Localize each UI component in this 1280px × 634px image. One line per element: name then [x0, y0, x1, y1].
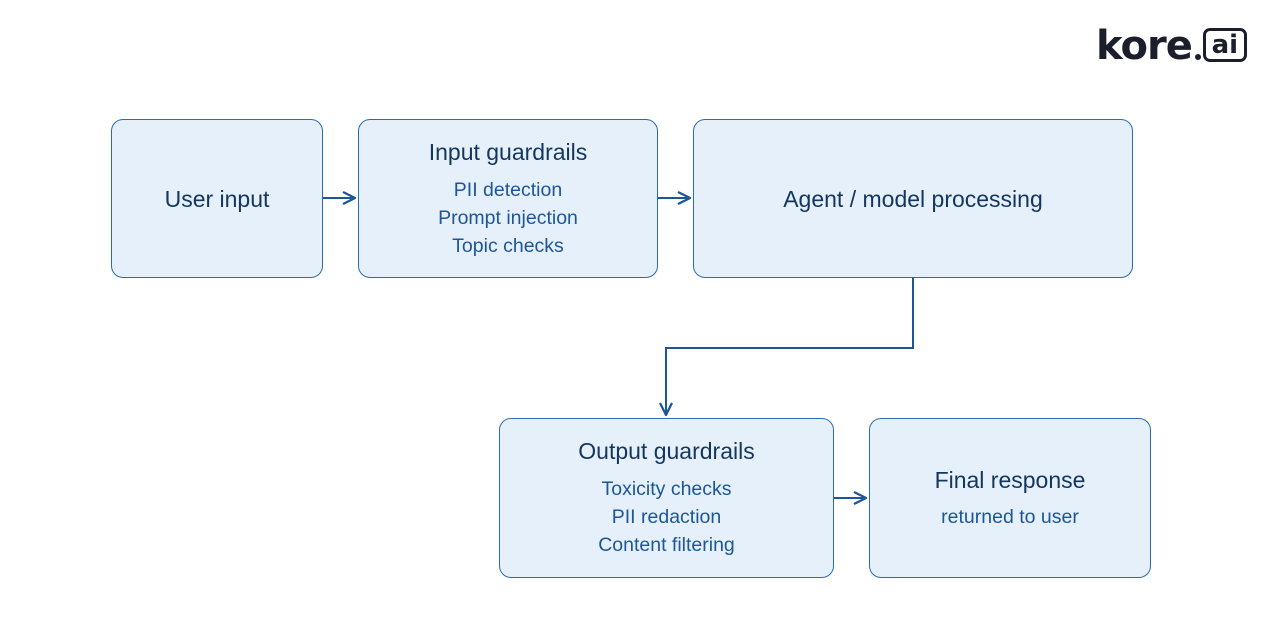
node-final-response: Final response returned to user — [869, 418, 1151, 578]
node-subtitle: returned to user — [941, 506, 1079, 528]
node-title: Input guardrails — [428, 138, 588, 165]
node-item: Prompt injection — [438, 206, 578, 229]
node-title: Final response — [934, 467, 1086, 493]
node-title: Output guardrails — [578, 438, 755, 464]
logo-wordmark: kore — [1096, 23, 1193, 69]
logo-badge: ai — [1202, 28, 1247, 62]
kore-ai-logo: kore ai — [1096, 26, 1247, 66]
node-agent-processing: Agent / model processing — [693, 119, 1133, 278]
node-item-list: Toxicity checks PII redaction Content fi… — [598, 475, 735, 559]
node-user-input: User input — [111, 119, 323, 278]
node-output-guardrails: Output guardrails Toxicity checks PII re… — [499, 418, 834, 578]
node-title: Agent / model processing — [783, 185, 1043, 212]
node-item: PII detection — [453, 178, 563, 201]
node-item: Toxicity checks — [601, 478, 732, 500]
node-item-list: PII detection Prompt injection Topic che… — [438, 176, 578, 260]
arrow-agent-to-output-guardrails — [659, 278, 914, 417]
node-item: Topic checks — [452, 234, 564, 257]
node-item: PII redaction — [611, 506, 722, 528]
logo-dot — [1194, 54, 1201, 60]
node-input-guardrails: Input guardrails PII detection Prompt in… — [358, 119, 658, 278]
node-item: Content filtering — [598, 534, 735, 556]
node-title: User input — [164, 185, 270, 212]
